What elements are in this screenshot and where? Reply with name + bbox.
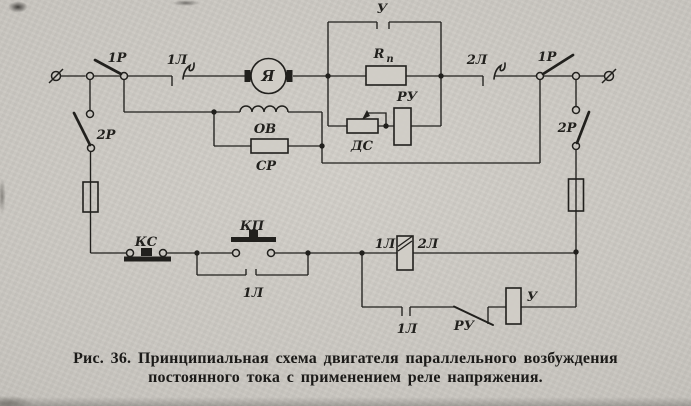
contactor-contact-1l-top: 1Л: [167, 53, 195, 80]
contactor-contact-2l-top: 2Л: [466, 53, 506, 80]
knife-switch-2r-right: 2Р: [557, 105, 591, 151]
accelerating-contactor-u-coil: У: [505, 287, 539, 325]
knife-switch-2r-left: 2Р: [72, 109, 117, 153]
contact-1l-top-label: 1Л: [167, 53, 188, 68]
switch-1r-left-label: 1Р: [108, 51, 128, 66]
junction-dots: [194, 73, 579, 256]
contact-u-top-label: У: [377, 2, 389, 17]
rheostat-sr: СР: [250, 138, 289, 174]
fuse-right-icon: [567, 178, 585, 212]
field-winding-ov-icon: ОВ: [239, 105, 289, 137]
relay-ru-label: РУ: [396, 90, 419, 105]
button-ks-label: КС: [134, 235, 158, 250]
rheostat-sr-label: СР: [256, 159, 277, 174]
contact-2l-top-label: 2Л: [466, 53, 488, 68]
switch-2r-right-label: 2Р: [557, 121, 578, 136]
switch-2r-left-label: 2Р: [96, 128, 117, 143]
resistor-ds: ДС: [346, 110, 379, 154]
wires: [61, 21, 604, 324]
supply-terminal-right-icon: [601, 68, 617, 84]
coil-u-label: У: [527, 290, 539, 305]
resistor-ds-label: ДС: [350, 139, 374, 154]
figure-caption: Рис. 36. Принципиальная схема двигателя …: [0, 349, 691, 387]
aux-contact-1l-u-branch-label: 1Л: [397, 322, 418, 337]
contactor-coils-1l-2l: 1Л 2Л: [375, 235, 439, 271]
start-button-kp: КП: [231, 219, 276, 258]
circuit-diagram: 1Р 1Р 2Р 2Р 1Л 2Л: [48, 2, 617, 337]
resistor-rp-label: R: [373, 47, 385, 62]
button-kp-label: КП: [239, 219, 265, 234]
supply-terminal-left-icon: [48, 68, 64, 84]
tap-arrow-icon: [362, 110, 370, 120]
armature-label: Я: [260, 67, 275, 85]
resistor-rp-sub-label: п: [386, 54, 393, 65]
relay-ru-nc-contact: РУ: [453, 305, 494, 334]
aux-contact-1l-holdin-label: 1Л: [243, 286, 264, 301]
knife-switch-1r-left: 1Р: [85, 51, 129, 81]
knife-switch-1r-right: 1Р: [535, 50, 581, 81]
contact-ru-nc-label: РУ: [453, 319, 476, 334]
switch-1r-right-label: 1Р: [538, 50, 558, 65]
voltage-relay-ru-coil: РУ: [393, 90, 419, 146]
caption-line-2: постоянного тока с применением реле напр…: [148, 369, 543, 386]
field-winding-label: ОВ: [254, 122, 276, 137]
caption-line-1: Рис. 36. Принципиальная схема двигателя …: [73, 350, 618, 367]
coil-1l-label: 1Л: [375, 237, 396, 252]
motor-armature-icon: Я: [244, 57, 293, 95]
fuse-left-icon: [82, 181, 99, 213]
starting-resistor-rp: R п: [365, 47, 407, 86]
coil-2l-label: 2Л: [417, 237, 439, 252]
stop-button-ks: КС: [124, 235, 171, 262]
